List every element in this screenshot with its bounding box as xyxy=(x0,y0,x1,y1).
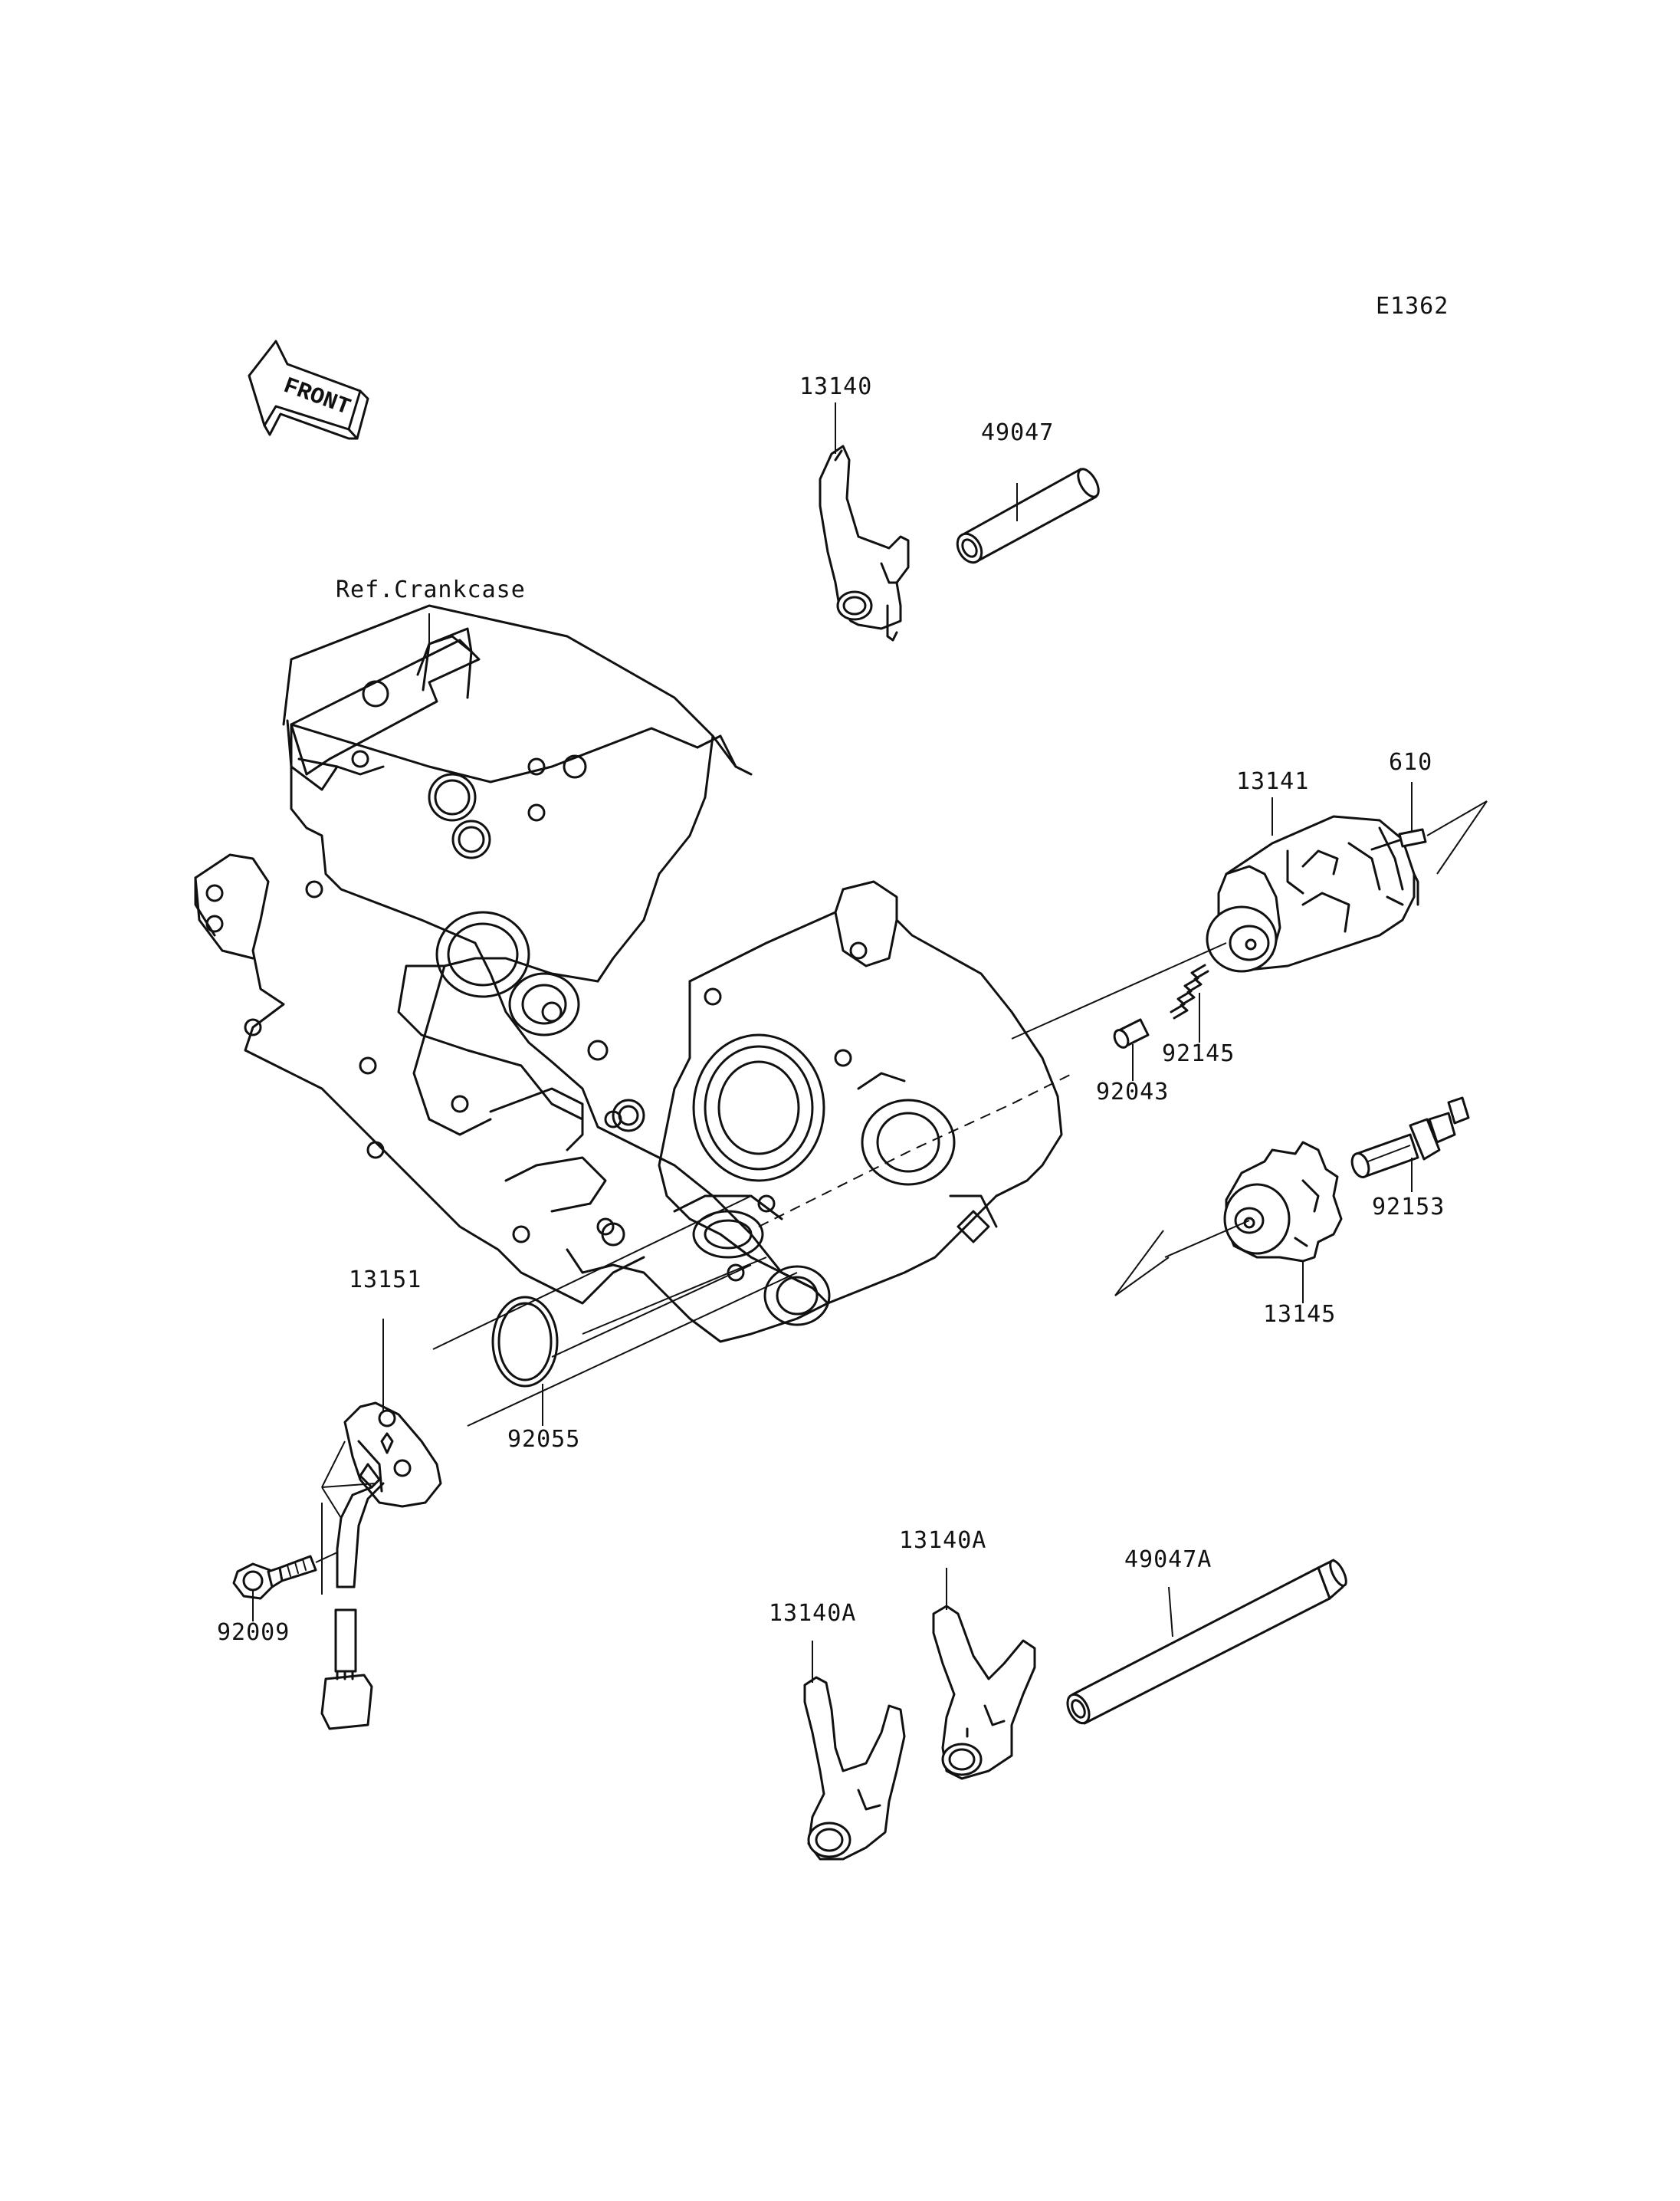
bolt-92153 xyxy=(1350,1096,1470,1178)
shift-fork-13140A-right xyxy=(932,1605,1036,1780)
label-92153: 92153 xyxy=(1372,1194,1445,1220)
pin-610 xyxy=(1370,800,1488,875)
label-92043: 92043 xyxy=(1096,1079,1170,1105)
label-13140A-left: 13140A xyxy=(769,1600,857,1627)
spring-92145 xyxy=(1170,964,1209,1020)
label-13145: 13145 xyxy=(1263,1301,1337,1328)
label-610: 610 xyxy=(1389,749,1433,776)
shift-shaft-49047A xyxy=(1066,1559,1347,1725)
label-13140A-top: 13140A xyxy=(899,1527,987,1554)
label-13151: 13151 xyxy=(349,1266,422,1293)
label-13140: 13140 xyxy=(799,373,873,400)
gear-position-sensor-13151 xyxy=(320,1401,442,1730)
shift-shaft-49047 xyxy=(956,468,1100,564)
drum-axis-line xyxy=(1011,942,1227,1040)
shift-drum-13141 xyxy=(1206,815,1419,973)
shift-fork-13140A-left xyxy=(803,1676,906,1861)
leader-lines xyxy=(252,402,1413,1683)
front-arrow-icon: FRONT xyxy=(248,340,369,440)
sensor-axis-lines xyxy=(432,1195,798,1427)
o-ring-92055 xyxy=(491,1296,559,1388)
label-92009: 92009 xyxy=(217,1619,290,1646)
pin-92043 xyxy=(1113,1018,1150,1049)
diagram-code: E1362 xyxy=(1376,293,1449,320)
label-92055: 92055 xyxy=(507,1426,581,1453)
shift-fork-13140 xyxy=(819,445,910,642)
crankcase-drawing xyxy=(194,604,1063,1343)
label-ref-crankcase: Ref.Crankcase xyxy=(336,577,526,603)
bolt-92009 xyxy=(232,1552,338,1600)
shift-cam-13145 xyxy=(1114,1141,1343,1296)
label-49047: 49047 xyxy=(981,419,1055,446)
label-92145: 92145 xyxy=(1162,1040,1235,1067)
drum-axis-dashed xyxy=(758,1073,1074,1227)
label-49047A: 49047A xyxy=(1124,1546,1212,1573)
label-13141: 13141 xyxy=(1236,768,1310,795)
